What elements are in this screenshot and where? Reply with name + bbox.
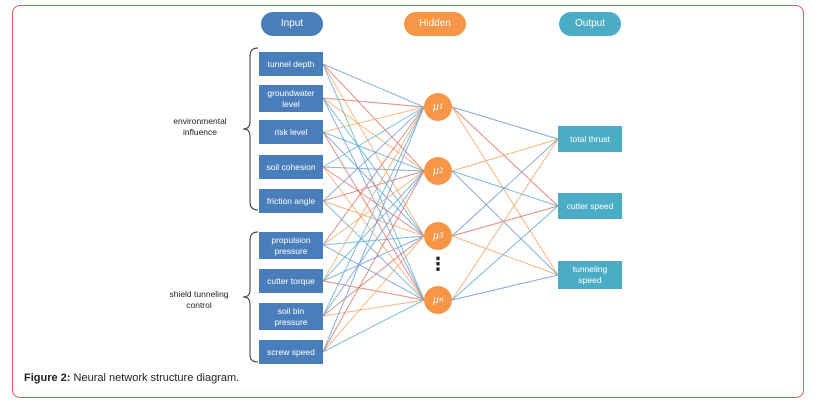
input-hidden-edge: [322, 299, 425, 353]
input-hidden-edge: [322, 170, 425, 282]
input-hidden-edge: [322, 131, 425, 301]
input-hidden-edge: [322, 97, 425, 172]
input-hidden-edge: [322, 63, 425, 108]
header-input: Input: [261, 12, 323, 36]
hidden-output-edge: [451, 170, 559, 207]
hidden-output-edge: [451, 138, 559, 237]
hidden-output-edge: [451, 170, 559, 276]
hidden-ellipsis: ⋮: [429, 254, 447, 275]
input-hidden-edge: [322, 63, 425, 237]
input-hidden-edge: [322, 235, 425, 246]
input-hidden-edge: [322, 97, 425, 108]
input-hidden-edge: [322, 131, 425, 172]
group-braces: [242, 47, 259, 363]
figure-caption: Figure 2: Neural network structure diagr…: [24, 372, 239, 384]
figure-frame: [12, 5, 804, 398]
input-node-risk-level: risk level: [259, 120, 323, 144]
input-hidden-edge: [322, 106, 425, 168]
input-hidden-edge: [322, 299, 425, 317]
hidden-output-edge: [451, 138, 559, 301]
input-hidden-edge: [322, 106, 425, 282]
input-hidden-edge: [322, 166, 425, 301]
input-hidden-edge: [322, 166, 425, 237]
input-hidden-edge: [322, 170, 425, 202]
header-output: Output: [559, 12, 621, 36]
input-hidden-edge: [322, 97, 425, 237]
input-hidden-edge: [322, 106, 425, 202]
input-node-soil-cohesion: soil cohesion: [259, 155, 323, 179]
hidden-output-edge: [451, 205, 559, 301]
input-hidden-edge: [322, 170, 425, 246]
input-hidden-edge: [322, 97, 425, 301]
hidden-output-edge: [451, 138, 559, 172]
brace-environmental: [242, 47, 259, 211]
input-node-cutter-torque: cutter torque: [259, 269, 323, 293]
input-hidden-edge: [322, 170, 425, 353]
output-node-total-thrust: total thrust: [558, 126, 622, 152]
input-node-friction-angle: friction angle: [259, 189, 323, 213]
input-node-tunnel-depth: tunnel depth: [259, 52, 323, 76]
input-hidden-edge: [322, 166, 425, 172]
caption-label: Figure 2:: [24, 372, 71, 384]
input-hidden-edge: [322, 106, 425, 133]
input-hidden-edge: [322, 106, 425, 246]
header-hidden: Hidden: [404, 12, 466, 36]
input-hidden-edge: [322, 280, 425, 301]
input-hidden-edge: [322, 106, 425, 317]
output-node-cutter-speed: cutter speed: [558, 193, 622, 219]
hidden-output-edge: [451, 106, 559, 276]
hidden-output-edge: [451, 235, 559, 276]
hidden-output-edge: [451, 205, 559, 237]
input-hidden-edge: [322, 200, 425, 237]
input-hidden-edge: [322, 170, 425, 317]
input-hidden-edge: [322, 200, 425, 301]
brace-shield-control: [242, 231, 259, 363]
hidden-output-edge: [451, 106, 559, 140]
input-hidden-edge: [322, 106, 425, 353]
input-hidden-edge: [322, 235, 425, 317]
caption-text: Neural network structure diagram.: [70, 372, 240, 384]
input-hidden-edge: [322, 235, 425, 353]
input-hidden-edge: [322, 131, 425, 237]
input-node-screw-speed: screw speed: [259, 340, 323, 364]
hidden-output-edge: [451, 106, 559, 207]
input-hidden-edge: [322, 63, 425, 301]
input-hidden-edge: [322, 244, 425, 301]
input-hidden-edge: [322, 63, 425, 172]
connection-lines: [322, 63, 559, 353]
input-hidden-edge: [322, 235, 425, 282]
hidden-output-edge: [451, 274, 559, 301]
